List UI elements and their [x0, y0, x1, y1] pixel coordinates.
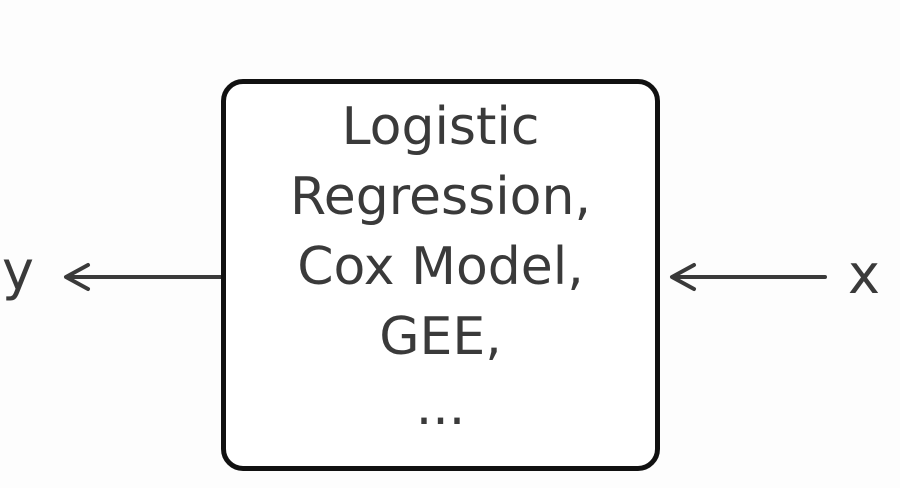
model-line-gee: GEE,: [379, 307, 502, 367]
model-line-regression: Regression,: [290, 167, 591, 227]
model-line-ellipsis: ...: [415, 377, 466, 437]
input-variable-label: x: [848, 243, 880, 306]
model-box-text: Logistic Regression, Cox Model, GEE, ...: [221, 92, 660, 442]
output-variable-label: y: [2, 239, 34, 302]
model-line-logistic: Logistic: [341, 97, 540, 157]
input-arrow: [670, 263, 827, 291]
model-line-cox-model: Cox Model,: [297, 237, 584, 297]
output-arrow: [64, 263, 223, 291]
model-box: [221, 79, 660, 471]
